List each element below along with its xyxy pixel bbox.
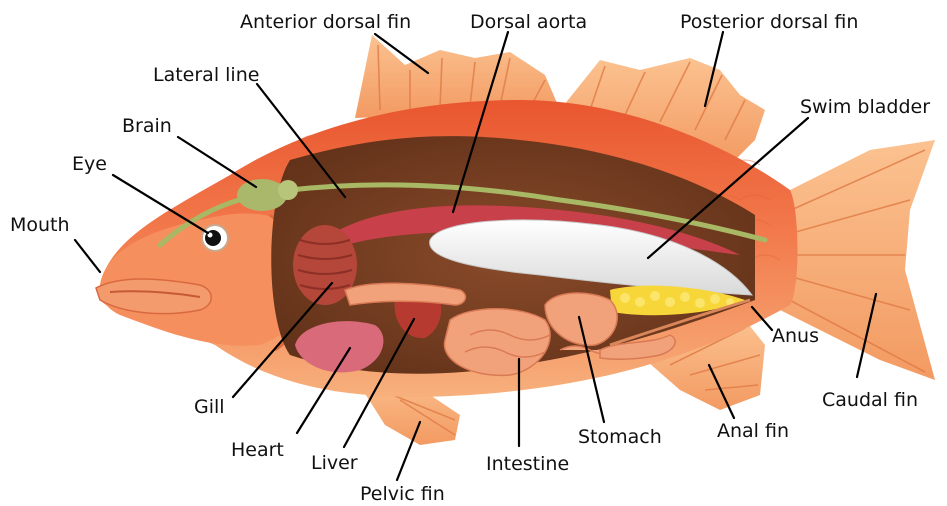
leader-brain (178, 137, 256, 187)
label-intestine: Intestine (486, 453, 569, 475)
label-dorsal-aorta: Dorsal aorta (470, 11, 587, 33)
label-brain: Brain (122, 115, 172, 137)
leader-mouth (75, 240, 100, 272)
label-anterior-dorsal-fin: Anterior dorsal fin (240, 11, 411, 33)
label-mouth: Mouth (10, 214, 70, 236)
label-anal-fin: Anal fin (717, 420, 789, 442)
label-gill: Gill (194, 396, 225, 418)
label-heart: Heart (231, 439, 284, 461)
label-posterior-dorsal-fin: Posterior dorsal fin (680, 11, 858, 33)
label-eye: Eye (72, 153, 107, 175)
label-stomach: Stomach (578, 426, 662, 448)
label-caudal-fin: Caudal fin (822, 389, 918, 411)
label-anus: Anus (772, 325, 819, 347)
label-swim-bladder: Swim bladder (800, 96, 930, 118)
label-liver: Liver (311, 452, 358, 474)
label-pelvic-fin: Pelvic fin (360, 483, 445, 505)
label-lateral-line: Lateral line (153, 64, 259, 86)
